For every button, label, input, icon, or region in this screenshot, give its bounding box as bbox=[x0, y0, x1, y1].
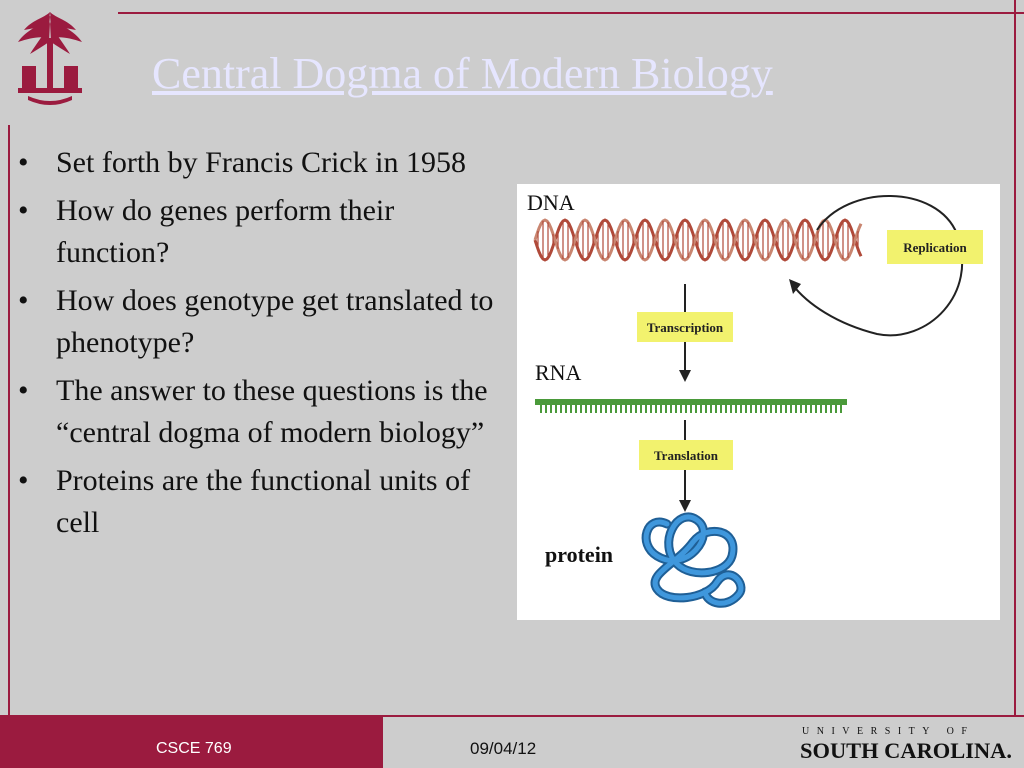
rna-label: RNA bbox=[535, 360, 582, 385]
top-rule bbox=[118, 12, 1024, 14]
replication-loop-arrow bbox=[791, 195, 964, 337]
usc-wordmark-logo: UNIVERSITY OF SOUTH CAROLINA. bbox=[800, 726, 1012, 763]
bullet-item: Set forth by Francis Crick in 1958 bbox=[18, 142, 508, 184]
translation-label: Translation bbox=[654, 448, 719, 463]
bullet-item: Proteins are the functional units of cel… bbox=[18, 460, 508, 544]
replication-label: Replication bbox=[903, 240, 967, 255]
translation-box bbox=[639, 440, 733, 470]
right-rule bbox=[1014, 0, 1016, 715]
usc-wordmark-top: UNIVERSITY OF bbox=[802, 726, 974, 737]
dna-label: DNA bbox=[527, 190, 575, 215]
footer-course-label: CSCE 769 bbox=[156, 740, 232, 757]
footer-course-panel bbox=[0, 717, 383, 768]
replication-box bbox=[887, 230, 983, 264]
usc-wordmark-name: SOUTH CAROLINA. bbox=[800, 738, 1012, 763]
central-dogma-figure: DNA Replication Transcription RNA Transl… bbox=[517, 184, 1000, 620]
transcription-box bbox=[637, 312, 733, 342]
rna-strand-icon bbox=[535, 399, 847, 413]
bullet-item: The answer to these questions is the “ce… bbox=[18, 370, 508, 454]
translation-arrowhead-icon bbox=[679, 500, 691, 512]
left-rule bbox=[8, 125, 10, 715]
transcription-label: Transcription bbox=[647, 320, 724, 335]
protein-structure-icon bbox=[641, 512, 746, 608]
dna-helix-icon bbox=[533, 218, 863, 262]
footer-date: 09/04/12 bbox=[470, 739, 537, 758]
protein-label: protein bbox=[545, 542, 613, 567]
bullet-item: How does genotype get translated to phen… bbox=[18, 280, 508, 364]
palmetto-logo-icon bbox=[18, 12, 82, 105]
bullet-item: How do genes perform their function? bbox=[18, 190, 508, 274]
transcription-arrowhead-icon bbox=[679, 370, 691, 382]
replication-arrowhead-icon bbox=[789, 279, 801, 294]
bullet-list: Set forth by Francis Crick in 1958 How d… bbox=[18, 142, 508, 550]
slide-title: Central Dogma of Modern Biology bbox=[152, 49, 773, 98]
bottom-rule bbox=[0, 715, 1024, 717]
